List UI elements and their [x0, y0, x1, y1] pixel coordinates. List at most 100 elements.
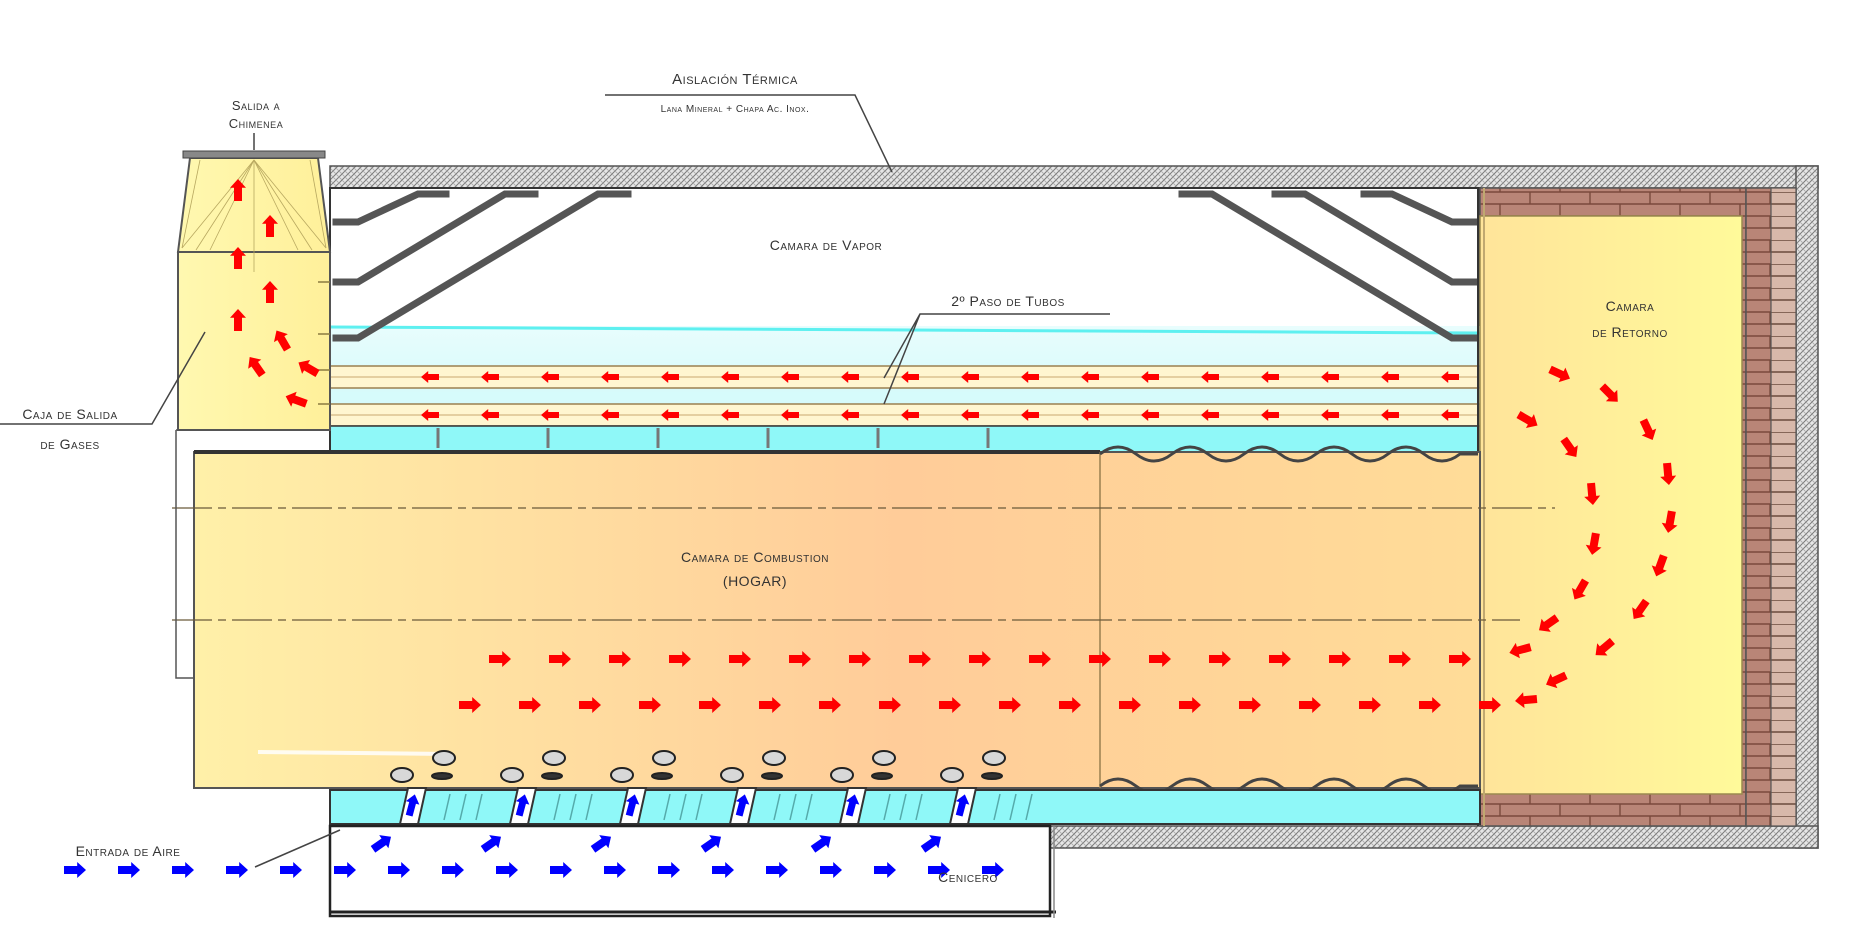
furnace-flow-arrow [999, 697, 1021, 713]
tube-flow-arrow [1081, 409, 1099, 421]
burner-nozzle-icon [610, 767, 634, 783]
tube-flow-arrow [1261, 371, 1279, 383]
tube-flow-arrow [1141, 409, 1159, 421]
burner-nozzle-icon [982, 750, 1006, 766]
ash-pit-label: Cenicero [938, 869, 998, 885]
air-flow-arrow [658, 862, 680, 878]
tube-flow-arrow [961, 371, 979, 383]
insulation-subtitle: Lana Mineral + Chapa Ac. Inox. [661, 104, 810, 115]
chimney-label-1: Salida a [232, 98, 280, 113]
tube-flow-arrow [1201, 409, 1219, 421]
tube-flow-arrow [481, 371, 499, 383]
return-flow-arrow [1516, 411, 1538, 429]
air-inlet-leader [254, 829, 341, 868]
air-flow-arrow [118, 862, 140, 878]
tube-flow-arrow [841, 371, 859, 383]
return-flow-arrow [1560, 436, 1578, 458]
tube-flow-arrow [1441, 371, 1459, 383]
grate-bar [553, 793, 561, 821]
furnace-flow-arrow [729, 651, 751, 667]
tube-flow-arrow [541, 409, 559, 421]
return-flow-arrow [1515, 692, 1538, 709]
furnace-flow-arrow [489, 651, 511, 667]
air-nozzle-arrow [955, 794, 970, 817]
tube-flow-arrow [841, 409, 859, 421]
combustion-label-2: (HOGAR) [723, 573, 787, 589]
tube-flow-arrow [781, 409, 799, 421]
grate-bar [695, 793, 703, 821]
air-inlet-label: Entrada de Aire [76, 843, 181, 859]
furnace-flow-arrow [759, 697, 781, 713]
air-flow-arrow [874, 862, 896, 878]
burner-nozzle-icon [762, 750, 786, 766]
second-pass-label: 2º Paso de Tubos [951, 293, 1065, 309]
return-flow-arrow [1651, 554, 1668, 577]
combustion-label-1: Camara de Combustion [681, 549, 829, 565]
furnace-flow-arrow [1299, 697, 1321, 713]
burner-nozzle-icon [431, 772, 453, 780]
insulation-title: Aislación Térmica [672, 71, 798, 88]
furnace-flow-arrow [819, 697, 841, 713]
steam-chamber-label: Camara de Vapor [770, 237, 883, 253]
furnace-flow-arrow [1179, 697, 1201, 713]
hot-gas-flow [230, 179, 1678, 713]
chimney-flow-arrow [248, 356, 266, 378]
furnace-flow-arrow [1419, 697, 1441, 713]
return-flow-arrow [1509, 642, 1532, 659]
burner-nozzle-icon [720, 767, 744, 783]
burner-nozzle-icon [872, 750, 896, 766]
tube-flow-arrow [1201, 371, 1219, 383]
air-flow-arrow [766, 862, 788, 878]
return-flow-arrow [1584, 482, 1601, 505]
chimney-flange [182, 150, 326, 159]
furnace-flow-arrow [1089, 651, 1111, 667]
furnace-flow-arrow [939, 697, 961, 713]
chimney-flow-arrow [262, 281, 278, 303]
second-pass-leader [883, 313, 1110, 405]
grate-bar [993, 793, 1001, 821]
air-nozzles [390, 750, 1033, 825]
furnace-flow-arrow [669, 651, 691, 667]
air-flow-arrow [172, 862, 194, 878]
air-nozzle-arrow [405, 794, 420, 817]
grate-bar [475, 793, 483, 821]
tube-flow-arrow [1321, 371, 1339, 383]
water-jacket-top [329, 425, 1481, 453]
air-nozzle-arrow [845, 794, 860, 817]
furnace-flow-arrow [1059, 697, 1081, 713]
chimney-flow-arrow [230, 179, 246, 201]
steam-chamber [329, 187, 1481, 329]
furnace-flow-arrow [579, 697, 601, 713]
burner-nozzle-icon [390, 767, 414, 783]
tube-flow-arrow [1381, 409, 1399, 421]
gas-outlet-box [177, 251, 331, 431]
burner-nozzle-icon [651, 772, 673, 780]
furnace-flow-arrow [699, 697, 721, 713]
air-flow-arrow [604, 862, 626, 878]
furnace-flow-arrow [1239, 697, 1261, 713]
air-riser-arrow [590, 835, 612, 853]
tube-flow-arrow [1321, 409, 1339, 421]
chimney-flow-arrow [262, 215, 278, 237]
stay-braces-right [1178, 190, 1478, 342]
air-nozzle-arrow [515, 794, 530, 817]
air-flow-arrow [496, 862, 518, 878]
air-flow-arrow [226, 862, 248, 878]
burner-nozzle-icon [830, 767, 854, 783]
gas-box-label-2: de Gases [40, 436, 99, 452]
chimney-flow-arrow [230, 247, 246, 269]
tube-flow-arrow [661, 409, 679, 421]
air-flow [64, 794, 1004, 878]
grate-bar [773, 793, 781, 821]
grate-bar [569, 793, 577, 821]
tube-flow-arrow [1141, 371, 1159, 383]
return-chamber-label-1: Camara [1606, 298, 1655, 314]
tube-flow-arrow [1441, 409, 1459, 421]
chimney-flow-arrow [273, 330, 291, 352]
air-flow-arrow [550, 862, 572, 878]
return-flow-arrow [1546, 671, 1568, 689]
tube-flow-arrow [901, 409, 919, 421]
burner-nozzle-icon [652, 750, 676, 766]
tube-flow-arrow [781, 371, 799, 383]
